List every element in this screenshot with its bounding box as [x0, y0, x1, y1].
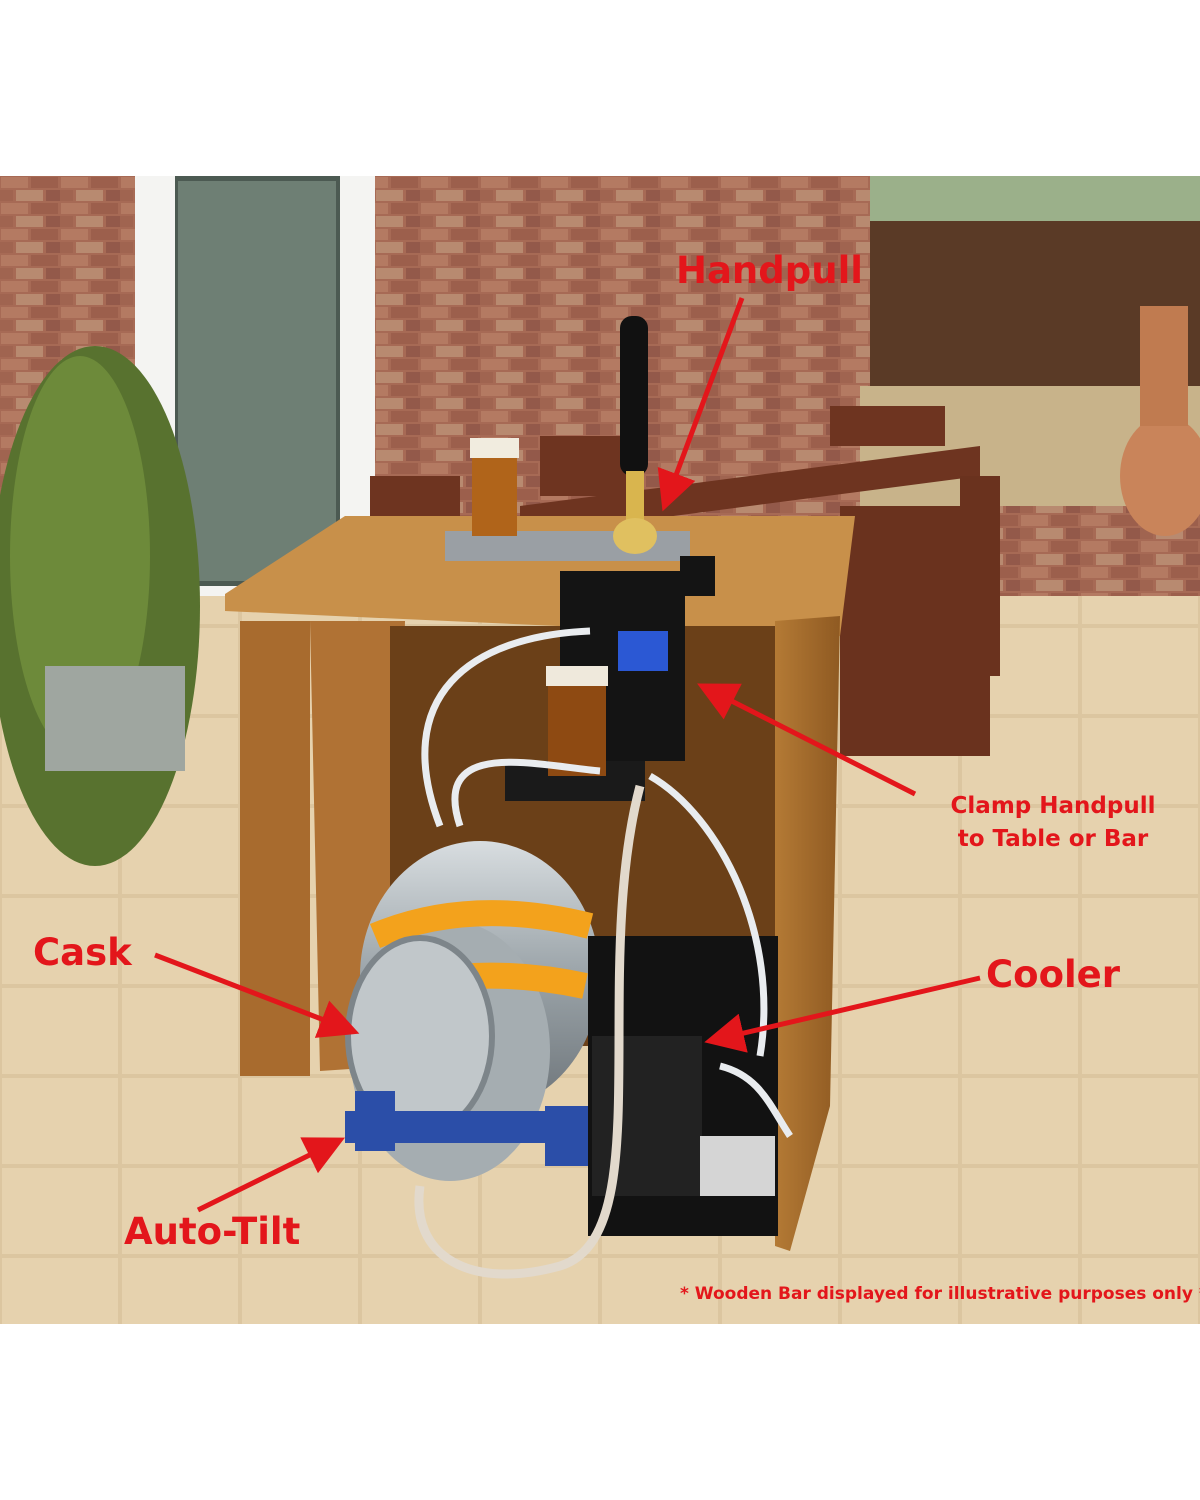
illustrative-footnote: * Wooden Bar displayed for illustrative … — [680, 1284, 1200, 1304]
cask-label: Cask — [33, 931, 132, 974]
clamp-label: Clamp Handpull to Table or Bar — [942, 790, 1164, 857]
handpull-label: Handpull — [676, 249, 863, 292]
clamp-label-line2: to Table or Bar — [957, 826, 1149, 853]
clamp-label-line1: Clamp Handpull — [950, 793, 1156, 819]
product-photo — [0, 176, 1200, 1324]
auto-tilt-label: Auto-Tilt — [124, 1210, 301, 1253]
cooler-label: Cooler — [986, 953, 1121, 996]
